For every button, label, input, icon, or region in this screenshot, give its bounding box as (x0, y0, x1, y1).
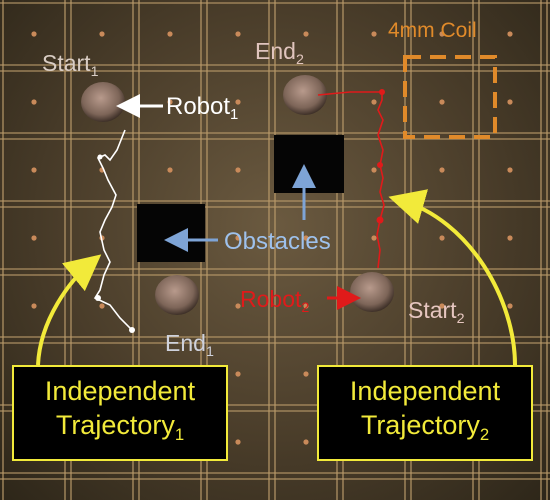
robot2-label: Robot2 (240, 286, 309, 316)
trajectory1-arrow (36, 254, 102, 366)
robot1-start-disc (81, 82, 125, 122)
start1-label-sub: 1 (90, 63, 99, 80)
trajectory1-line2-text: Trajectory (55, 410, 175, 441)
robot2-end-disc (283, 75, 327, 115)
trajectory2-arrow (388, 189, 517, 366)
start2-label-sub: 2 (456, 310, 465, 327)
end1-label-sub: 1 (205, 343, 214, 360)
coil-dot (235, 303, 241, 309)
end1-label: End1 (165, 330, 214, 360)
trajectory1-line2: Trajectory1 (14, 408, 226, 452)
coil-dot (439, 235, 445, 241)
coil-label: 4mm Coil (388, 19, 477, 43)
coil-dot (439, 303, 445, 309)
trajectory2-line1: Independent (349, 376, 501, 407)
start2-label-text: Start (408, 297, 457, 323)
start1-label: Start1 (42, 50, 99, 80)
coil-dot (507, 303, 513, 309)
trajectory1-box: Independent Trajectory1 (12, 365, 228, 461)
coil-dot (99, 31, 105, 37)
coil-dot (235, 235, 241, 241)
coil-dot (235, 167, 241, 173)
coil-dot (167, 31, 173, 37)
coil-dot (31, 167, 37, 173)
obstacles-label-text: Obstacles (224, 228, 331, 255)
coil-label-text: 4mm Coil (388, 19, 477, 42)
coil-size-box (403, 55, 497, 139)
start1-label-text: Start (42, 50, 91, 76)
start2-label: Start2 (408, 297, 465, 327)
coil-dot (235, 371, 241, 377)
robot1-trajectory-node (95, 295, 101, 301)
coil-dot (167, 167, 173, 173)
obstacle-right (274, 135, 344, 193)
trajectory2-box: Independent Trajectory2 (317, 365, 533, 461)
coil-dot (507, 31, 513, 37)
coil-dot (439, 99, 445, 105)
coil-dot (507, 167, 513, 173)
robot1-trajectory-node (97, 154, 103, 160)
robot2-label-text: Robot (240, 286, 302, 312)
coil-dot (99, 303, 105, 309)
robot2-start-disc (350, 272, 394, 312)
trajectory2-line2-text: Trajectory (360, 410, 480, 441)
obstacle-left (137, 204, 205, 262)
coil-dot (371, 235, 377, 241)
robot2-label-sub: 2 (301, 299, 310, 316)
robot2-trajectory-node (379, 89, 385, 95)
coil-dot (507, 99, 513, 105)
end2-label-sub: 2 (295, 51, 304, 68)
robot1-label-sub: 1 (230, 107, 239, 124)
coil-dot (507, 235, 513, 241)
coil-dot (303, 371, 309, 377)
end2-label: End2 (255, 38, 304, 68)
coil-dot (31, 99, 37, 105)
trajectory2-line2-sub: 2 (479, 424, 490, 444)
coil-dot (31, 235, 37, 241)
robot2-trajectory (317, 91, 385, 269)
coil-dot (167, 99, 173, 105)
coil-dot (235, 439, 241, 445)
coil-dot (439, 167, 445, 173)
coil-dot (31, 31, 37, 37)
coil-dot (303, 235, 309, 241)
robot1-label-text: Robot (166, 93, 231, 120)
robot1-end-disc (155, 275, 199, 315)
coil-dot (303, 31, 309, 37)
coil-dot (235, 31, 241, 37)
trajectory1-line1: Independent (44, 376, 196, 407)
robot2-trajectory-node (377, 162, 383, 168)
robot1-label: Robot1 (166, 93, 238, 123)
end2-label-text: End (255, 38, 296, 64)
coil-dot (235, 99, 241, 105)
robot1-trajectory-node (129, 327, 135, 333)
coil-dot (371, 99, 377, 105)
coil-dot (371, 31, 377, 37)
coil-dot (371, 167, 377, 173)
coil-dot (439, 31, 445, 37)
trajectory1-line2-sub: 1 (174, 424, 185, 444)
trajectory2-line2: Trajectory2 (319, 408, 531, 452)
coil-dot (303, 303, 309, 309)
end1-label-text: End (165, 330, 206, 356)
obstacles-label: Obstacles (224, 228, 331, 256)
coil-dot (303, 439, 309, 445)
robot2-trajectory-node (376, 216, 384, 224)
robot1-trajectory (93, 129, 133, 331)
coil-dot (31, 303, 37, 309)
